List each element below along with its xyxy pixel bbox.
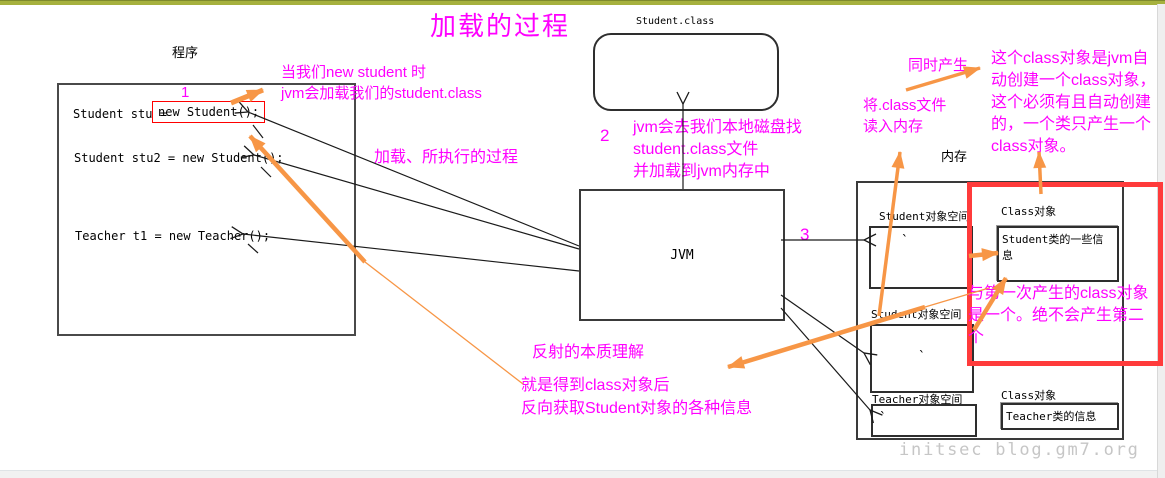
step-1-label: 1 [181, 84, 190, 101]
class-obj-note-line5: class对象。 [991, 138, 1076, 155]
disk-note-line2: student.class文件 [633, 141, 759, 158]
same-class-note-line1: 与第一次产生的class对象 [968, 285, 1149, 302]
student-space2-box: ` [870, 324, 974, 393]
memory-header: 内存 [941, 149, 968, 164]
new-student-note-line1: 当我们new student 时 [281, 64, 427, 81]
code-line3: Teacher t1 = new Teacher(); [75, 229, 271, 243]
page-title: 加载的过程 [430, 11, 571, 41]
class-object-highlight-rect [967, 182, 1163, 366]
simul-note: 同时产生 [908, 57, 969, 74]
program-header: 程序 [172, 45, 199, 60]
jvm-box: JVM [579, 189, 785, 321]
teacher-info-box: Teacher类的信息 [1001, 403, 1119, 430]
code-line1-new-student-highlight: new Student(); [152, 101, 266, 123]
student-space1-label: Student对象空间 [879, 210, 970, 223]
student-class-file-box [593, 33, 779, 111]
class-obj-note-line3: 这个必须有且自动创建 [991, 94, 1152, 111]
teacher-space-label: Teacher对象空间 [872, 393, 963, 406]
top-accent-bar [0, 0, 1165, 5]
student-space1-box: ` [869, 226, 973, 289]
student-info-box: Student类的一些信息 [997, 226, 1119, 282]
student-class-file-label: Student.class [636, 16, 715, 27]
disk-note-line3: 并加载到jvm内存中 [633, 163, 770, 180]
read-note-line1: 将.class文件 [863, 97, 947, 114]
disk-note: jvm会去我们本地磁盘找 student.class文件 并加载到jvm内存中 [633, 117, 802, 183]
class-obj2-label: Class对象 [1001, 389, 1057, 402]
tick-mark: ` [918, 350, 926, 365]
same-class-note-line2: 是一个。绝不会产生第二 [968, 307, 1145, 324]
same-class-note-line3: 个 [968, 329, 985, 346]
watermark-text: initsec blog.gm7.org [899, 440, 1140, 460]
teacher-space-box: ` [871, 404, 977, 437]
bottom-edge-strip [0, 470, 1157, 478]
class-obj1-label: Class对象 [1001, 205, 1057, 218]
jvm-label: JVM [670, 247, 694, 263]
reflection-title: 反射的本质理解 [532, 344, 645, 361]
reflection-line2: 反向获取Student对象的各种信息 [521, 400, 753, 417]
new-student-note: 当我们new student 时 jvm会加载我们的student.class [281, 62, 482, 104]
process-note: 加载、所执行的过程 [374, 149, 519, 166]
class-obj-note-line4: 的，一个类只产生一个 [991, 116, 1152, 133]
step-2-label: 2 [600, 126, 610, 145]
tick-mark: ` [901, 234, 909, 249]
class-obj-note-line1: 这个class对象是jvm自 [991, 50, 1149, 67]
class-obj-note: 这个class对象是jvm自 动创建一个class对象， 这个必须有且自动创建 … [991, 48, 1155, 158]
arrow-jvm-to-student-space2 [780, 294, 878, 366]
student-space2-label: Student对象空间 [871, 308, 962, 321]
read-note-line2: 读入内存 [863, 118, 924, 135]
code-line2: Student stu2 = new Student(); [74, 151, 284, 165]
read-note: 将.class文件 读入内存 [863, 95, 946, 137]
new-student-note-line2: jvm会加载我们的student.class [281, 85, 482, 102]
same-class-note: 与第一次产生的class对象 是一个。绝不会产生第二 个 [968, 283, 1148, 349]
reflection-line1: 就是得到class对象后 [521, 377, 670, 394]
class-obj-note-line2: 动创建一个class对象， [991, 72, 1156, 89]
tick-mark: ` [879, 411, 887, 426]
code-line1-prefix: Student stu = [73, 107, 167, 121]
disk-note-line1: jvm会去我们本地磁盘找 [633, 119, 802, 136]
step-3-label: 3 [800, 225, 810, 244]
